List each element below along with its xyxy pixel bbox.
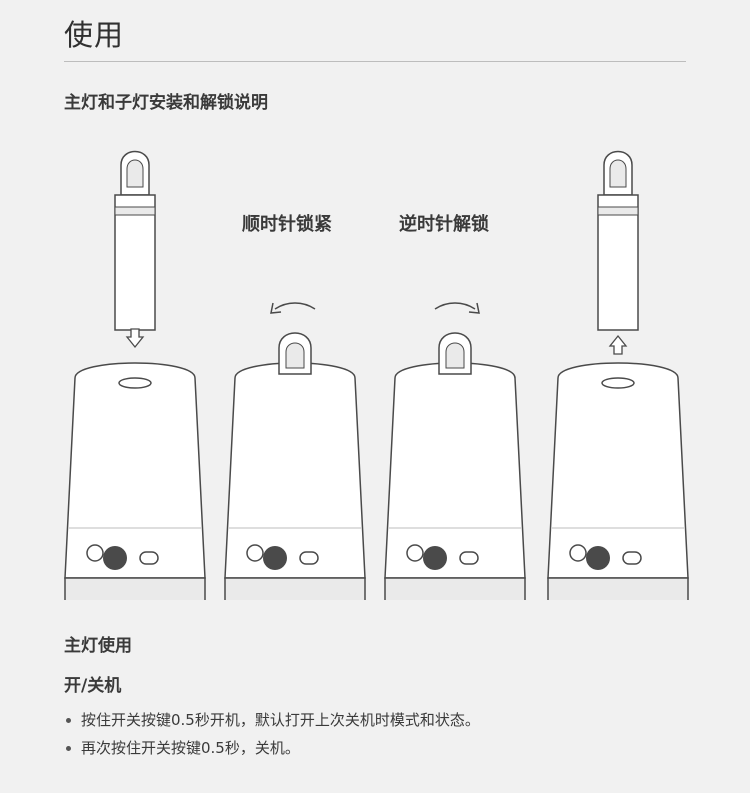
rotate-left-icon <box>270 302 316 314</box>
rotate-clockwise-label: 顺时针锁紧 <box>242 214 332 235</box>
power-title: 开/关机 <box>64 676 122 696</box>
bullet-icon <box>66 717 71 723</box>
title-divider <box>64 61 686 62</box>
instruction-text: 再次按住开关按键0.5秒，关机。 <box>81 739 300 757</box>
installation-illustration <box>64 150 689 600</box>
lamp-base <box>384 362 526 600</box>
page-title: 使用 <box>64 18 125 52</box>
arrow-down-icon <box>125 328 145 349</box>
bullet-icon <box>66 745 71 751</box>
list-item: 按住开关按键0.5秒开机，默认打开上次关机时模式和状态。 <box>64 706 480 734</box>
rotate-counterclockwise-label: 逆时针解锁 <box>399 214 489 235</box>
locked-handle <box>438 332 472 375</box>
child-lamp-top <box>597 150 639 331</box>
power-instructions: 按住开关按键0.5秒开机，默认打开上次关机时模式和状态。 再次按住开关按键0.5… <box>64 706 480 762</box>
instruction-text: 按住开关按键0.5秒开机，默认打开上次关机时模式和状态。 <box>81 711 480 729</box>
child-lamp-top <box>114 150 156 331</box>
lamp-base <box>547 362 689 600</box>
lamp-base <box>64 362 206 600</box>
list-item: 再次按住开关按键0.5秒，关机。 <box>64 734 480 762</box>
rotate-right-icon <box>434 302 480 314</box>
locked-handle <box>278 332 312 375</box>
lamp-base <box>224 362 366 600</box>
section-title: 主灯和子灯安装和解锁说明 <box>64 93 268 113</box>
arrow-up-icon <box>608 334 628 355</box>
main-light-title: 主灯使用 <box>64 636 132 656</box>
